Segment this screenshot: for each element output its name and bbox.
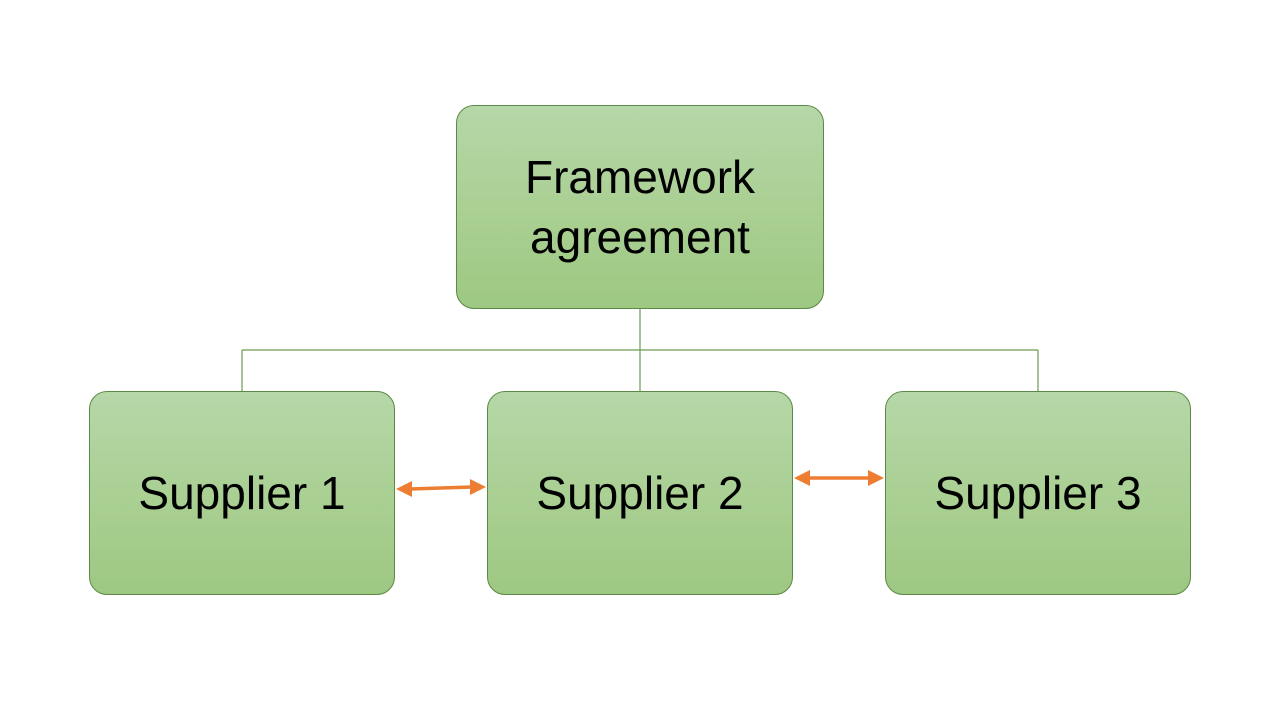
supplier-3-box: Supplier 3 bbox=[885, 391, 1191, 595]
supplier-3-label: Supplier 3 bbox=[934, 467, 1142, 519]
supplier-1-label: Supplier 1 bbox=[138, 467, 346, 519]
supplier-1-box: Supplier 1 bbox=[89, 391, 395, 595]
framework-agreement-box: Framework agreement bbox=[456, 105, 824, 309]
arrow-supplier-1-2 bbox=[396, 479, 486, 497]
framework-agreement-label: Framework agreement bbox=[524, 151, 756, 263]
arrow-supplier-2-3 bbox=[794, 470, 884, 486]
supplier-2-label: Supplier 2 bbox=[536, 467, 744, 519]
supplier-2-box: Supplier 2 bbox=[487, 391, 793, 595]
